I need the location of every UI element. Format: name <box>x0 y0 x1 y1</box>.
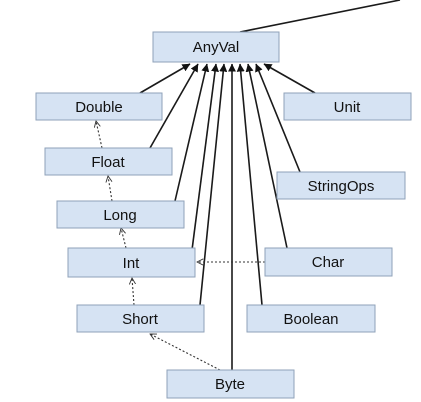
conversion-float-double <box>96 121 103 149</box>
node-anyval: AnyVal <box>152 31 280 63</box>
node-float: Float <box>44 147 173 176</box>
node-long-label: Long <box>103 207 136 224</box>
node-anyval-label: AnyVal <box>193 39 239 56</box>
node-double: Double <box>35 92 163 121</box>
conversion-byte-short <box>150 333 221 371</box>
node-short: Short <box>76 304 205 333</box>
arrow-double-anyval <box>139 63 191 94</box>
node-stringops: StringOps <box>276 171 406 200</box>
arrow-unit-anyval <box>263 63 316 94</box>
node-stringops-label: StringOps <box>308 178 375 195</box>
node-double-label: Double <box>75 99 123 116</box>
arrow-char-anyval <box>245 63 288 249</box>
arrow-short-anyval <box>199 63 228 306</box>
node-short-label: Short <box>122 311 159 328</box>
anyval-arrows <box>139 63 316 370</box>
conversion-arrows <box>96 121 265 371</box>
node-char-label: Char <box>312 254 345 271</box>
conversion-long-float <box>108 176 113 202</box>
node-float-label: Float <box>91 154 125 171</box>
node-int: Int <box>67 247 196 278</box>
node-int-label: Int <box>123 255 141 272</box>
conversion-short-int <box>132 278 134 306</box>
node-unit: Unit <box>283 92 412 121</box>
node-char: Char <box>264 247 393 277</box>
node-unit-label: Unit <box>334 99 362 116</box>
supertype-line <box>239 0 401 33</box>
node-boolean: Boolean <box>246 304 376 333</box>
arrow-long-anyval <box>174 63 210 202</box>
node-byte: Byte <box>166 369 295 399</box>
node-boolean-label: Boolean <box>283 311 338 328</box>
arrow-int-anyval <box>191 63 219 251</box>
arrow-float-anyval <box>149 63 199 149</box>
node-long: Long <box>56 200 185 229</box>
arrow-stringops-anyval <box>255 63 301 173</box>
conversion-int-long <box>121 228 127 249</box>
arrow-boolean-anyval <box>236 63 263 306</box>
node-byte-label: Byte <box>215 376 245 393</box>
